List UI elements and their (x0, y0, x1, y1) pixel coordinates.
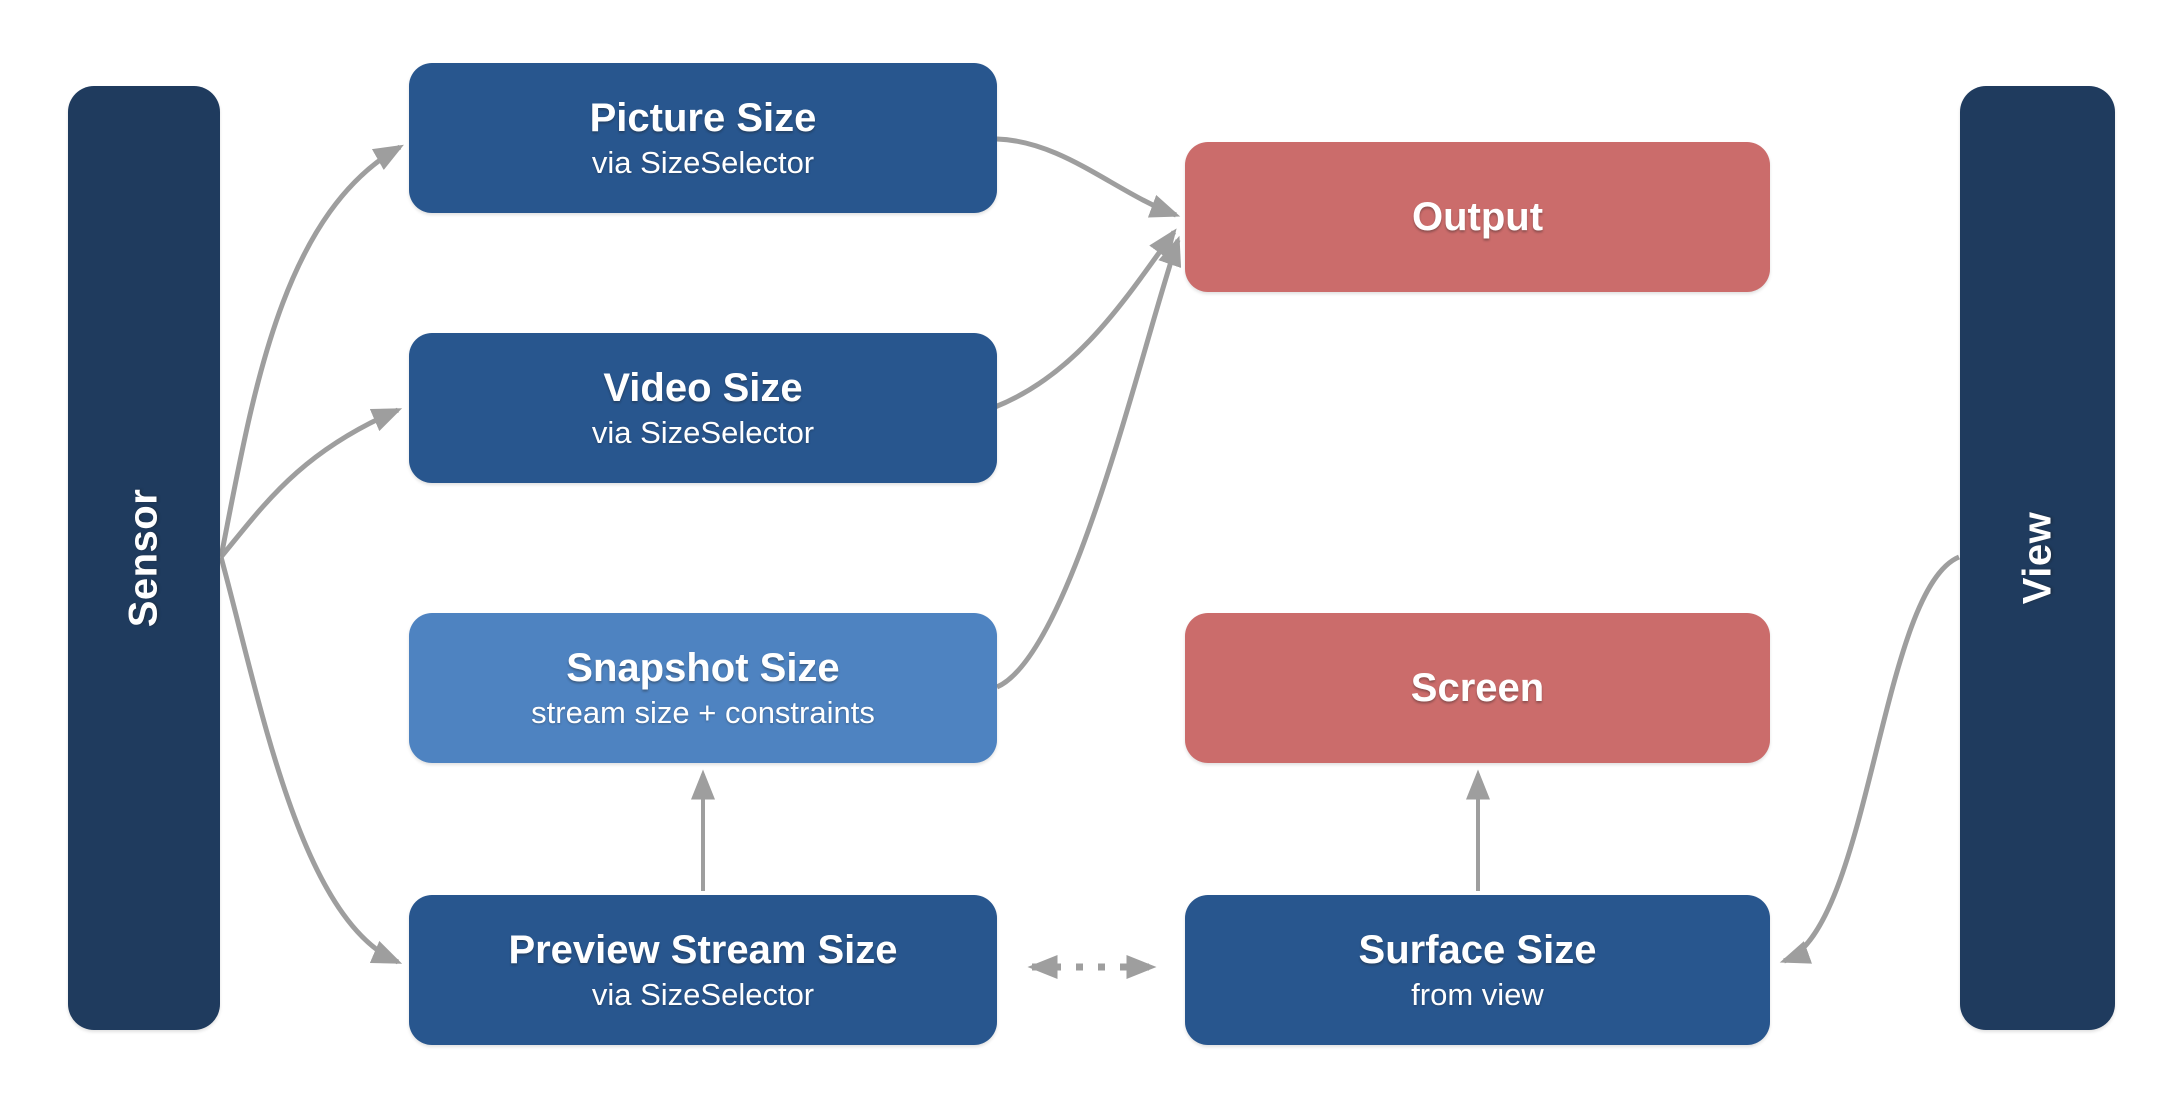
edge-video-to-output (994, 228, 1177, 410)
node-snapshot-size-title: Snapshot Size (566, 645, 840, 690)
node-picture-size: Picture Size via SizeSelector (409, 63, 997, 213)
view-bar: View (1960, 86, 2115, 1030)
node-output: Output (1185, 142, 1770, 292)
node-screen: Screen (1185, 613, 1770, 763)
sensor-bar-label: Sensor (121, 488, 166, 628)
node-surface-size-title: Surface Size (1358, 927, 1597, 972)
edge-snapshot-to-output (995, 235, 1182, 690)
edge-sensor-to-preview (218, 556, 403, 965)
node-picture-size-subtitle: via SizeSelector (591, 144, 815, 180)
edge-picture-to-output (996, 136, 1181, 218)
node-preview-stream-size-title: Preview Stream Size (508, 927, 898, 972)
node-snapshot-size-subtitle: stream size + constraints (531, 694, 875, 730)
view-bar-label: View (2015, 511, 2059, 605)
node-preview-stream-size: Preview Stream Size via SizeSelector (409, 895, 997, 1045)
edge-view-to-surface (1779, 554, 1961, 964)
edge-sensor-to-picture (218, 144, 404, 558)
sensor-bar: Sensor (68, 86, 220, 1030)
node-surface-size: Surface Size from view (1185, 895, 1770, 1045)
node-preview-stream-size-subtitle: via SizeSelector (591, 976, 815, 1012)
node-picture-size-title: Picture Size (589, 95, 817, 140)
node-surface-size-subtitle: from view (1411, 976, 1544, 1012)
node-screen-title: Screen (1410, 666, 1545, 710)
node-video-size-title: Video Size (603, 365, 803, 410)
node-output-title: Output (1411, 195, 1544, 239)
edge-sensor-to-video (219, 407, 403, 559)
node-snapshot-size: Snapshot Size stream size + constraints (409, 613, 997, 763)
node-video-size-subtitle: via SizeSelector (591, 414, 815, 450)
node-video-size: Video Size via SizeSelector (409, 333, 997, 483)
